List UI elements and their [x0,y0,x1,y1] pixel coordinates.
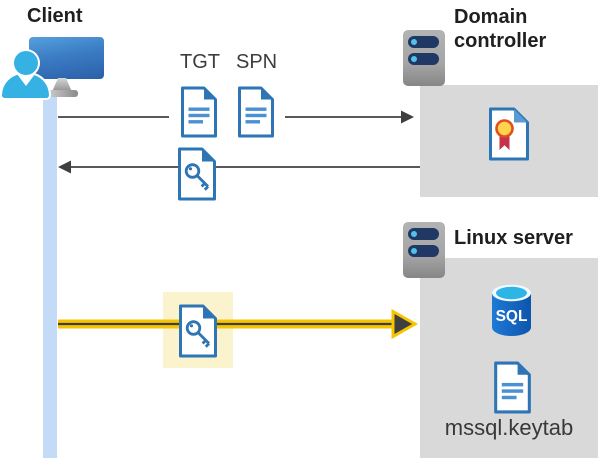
server-drive-bay [408,36,439,48]
domain-controller-label: Domain controller [454,6,547,52]
server-drive-bay [408,245,439,257]
sql-badge-text: SQL [496,308,528,325]
key-document-icon [178,147,216,201]
monitor-stand-base [45,90,78,97]
linux-server-label: Linux server [454,227,573,249]
keytab-filename-label: mssql.keytab [444,415,574,440]
spn-document-icon [238,86,274,138]
server-led-icon [411,231,417,237]
server-drive-bay [408,228,439,240]
keytab-auth-arrow [58,308,419,340]
user-head-icon [14,51,38,75]
monitor-stand [52,78,72,92]
client-timeline-bar [43,97,57,458]
server-led-icon [411,39,417,45]
ticket-response-arrow [58,160,420,174]
highlighted-key-document-icon [179,304,217,358]
server-led-icon [411,248,417,254]
request-arrowhead-icon [401,110,414,124]
auth-arrowhead-icon [391,308,419,340]
certificate-icon [489,107,529,161]
tgt-label: TGT [180,51,220,73]
linux-server-icon [403,222,445,278]
sql-database-icon: SQL [492,284,531,336]
client-label: Client [27,5,83,27]
response-arrowhead-icon [58,160,71,174]
monitor-icon [29,37,104,79]
user-collar-shape [17,74,35,86]
keytab-document-icon [494,361,531,414]
domain-controller-server-icon [403,30,445,86]
tgt-document-icon [181,86,217,138]
server-led-icon [411,56,417,62]
server-drive-bay [408,53,439,65]
spn-label: SPN [236,51,278,73]
